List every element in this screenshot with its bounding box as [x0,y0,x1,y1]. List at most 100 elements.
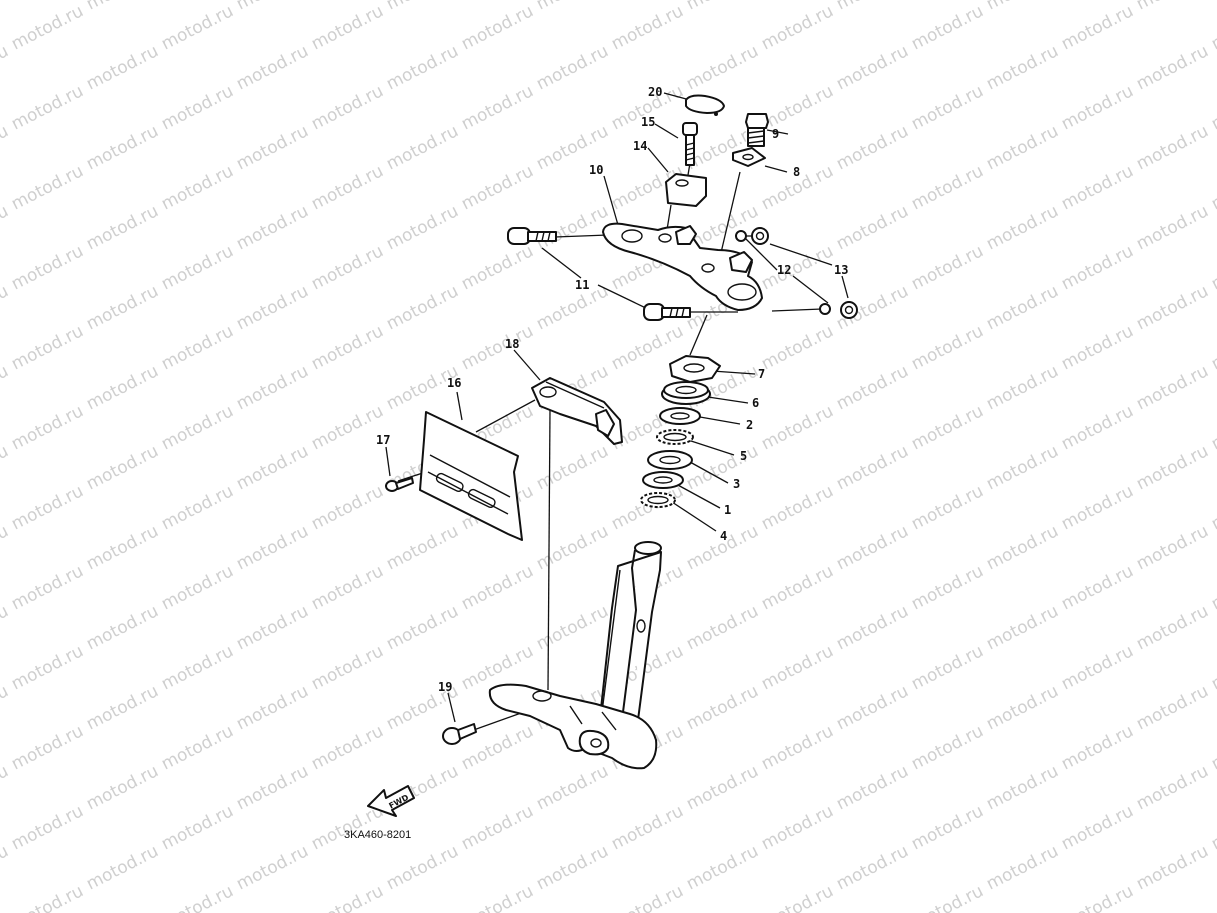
watermark-text: motod.ru [533,761,612,814]
watermark-text: motod.ru [8,801,87,854]
watermark-text: motod.ru [8,641,87,694]
bolt-part-9 [745,113,769,147]
watermark-text: motod.ru [0,601,12,654]
watermark-text: motod.ru [1133,681,1212,734]
watermark-text: motod.ru [908,401,987,454]
watermark-text: motod.ru [8,1,87,54]
watermark-text: motod.ru [1133,201,1212,254]
watermark-text: motod.ru [158,801,237,854]
watermark-text: motod.ru [158,401,237,454]
lower-bracket [488,683,658,770]
watermark-text: motod.ru [308,161,387,214]
watermark-text: motod.ru [308,401,387,454]
callout-3: 3 [733,477,740,491]
watermark-text: motod.ru [308,721,387,774]
watermark-text: motod.ru [833,361,912,414]
watermark-text: motod.ru [833,761,912,814]
watermark-text: motod.ru [1133,841,1212,894]
callout-2: 2 [746,418,753,432]
watermark-text: motod.ru [983,441,1062,494]
watermark-text: motod.ru [683,0,762,14]
watermark-text: motod.ru [908,241,987,294]
bolt-part-11-upper [507,227,557,245]
watermark-text: motod.ru [233,841,312,894]
emblem-plate-part-16 [419,411,523,541]
callout-6: 6 [752,396,759,410]
watermark-text: motod.ru [983,41,1062,94]
watermark-text: motod.ru [908,81,987,134]
watermark-text: motod.ru [1058,801,1137,854]
watermark-text: motod.ru [383,201,462,254]
watermark-text: motod.ru [1208,1,1217,54]
watermark-text: motod.ru [233,761,312,814]
watermark-text: motod.ru [1133,281,1212,334]
watermark-text: motod.ru [0,121,12,174]
callout-9: 9 [772,127,779,141]
callout-11: 11 [575,278,589,292]
watermark-text: motod.ru [308,641,387,694]
watermark-text: motod.ru [0,41,12,94]
watermark-text: motod.ru [0,681,12,734]
watermark-text: motod.ru [758,801,837,854]
watermark-text: motod.ru [158,1,237,54]
callout-5: 5 [740,449,747,463]
bearing-race-part-3 [647,450,693,470]
watermark-text: motod.ru [758,241,837,294]
watermark-text: motod.ru [683,761,762,814]
watermark-text: motod.ru [533,841,612,894]
watermark-text: motod.ru [233,41,312,94]
screw-part-17 [385,477,414,492]
watermark-text: motod.ru [1133,441,1212,494]
watermark-text: motod.ru [983,281,1062,334]
watermark-text: motod.ru [383,41,462,94]
watermark-text: motod.ru [983,601,1062,654]
watermark-text: motod.ru [683,681,762,734]
watermark-text: motod.ru [983,0,1062,14]
watermark-text: motod.ru [0,761,12,814]
watermark-text: motod.ru [8,81,87,134]
watermark-text: motod.ru [758,881,837,913]
watermark-text: motod.ru [83,761,162,814]
watermark-text: motod.ru [1133,0,1212,14]
washer-part-12 [735,230,831,315]
watermark-text: motod.ru [1058,401,1137,454]
watermark-text: motod.ru [0,0,12,14]
watermark-text: motod.ru [83,41,162,94]
washer-part-8 [732,147,766,167]
watermark-text: motod.ru [458,241,537,294]
callout-18: 18 [505,337,519,351]
watermark-text: motod.ru [983,761,1062,814]
watermark-text: motod.ru [1058,1,1137,54]
watermark-text: motod.ru [908,801,987,854]
watermark-text: motod.ru [1133,761,1212,814]
watermark-text: motod.ru [83,601,162,654]
watermark-text: motod.ru [8,721,87,774]
watermark-text: motod.ru [83,521,162,574]
watermark-text: motod.ru [1208,881,1217,913]
watermark-text: motod.ru [608,481,687,534]
watermark-text: motod.ru [1133,601,1212,654]
watermark-text: motod.ru [833,121,912,174]
watermark-text: motod.ru [983,361,1062,414]
watermark-text: motod.ru [158,81,237,134]
watermark-text: motod.ru [833,201,912,254]
watermark-text: motod.ru [308,81,387,134]
watermark-text: motod.ru [533,41,612,94]
watermark-text: motod.ru [908,561,987,614]
watermark-text: motod.ru [233,601,312,654]
diagram-code: 3KA460-8201 [344,829,411,841]
watermark-text: motod.ru [683,441,762,494]
watermark-text: motod.ru [83,841,162,894]
watermark-text: motod.ru [1058,81,1137,134]
watermark-text: motod.ru [758,481,837,534]
watermark-text: motod.ru [833,0,912,14]
watermark-text: motod.ru [758,721,837,774]
watermark-text: motod.ru [833,841,912,894]
watermark-text: motod.ru [1208,241,1217,294]
callout-16: 16 [447,376,461,390]
bearing-race-part-2 [659,407,701,425]
watermark-text: motod.ru [908,1,987,54]
watermark-text: motod.ru [0,361,12,414]
watermark-text: motod.ru [233,281,312,334]
watermark-text: motod.ru [458,321,537,374]
